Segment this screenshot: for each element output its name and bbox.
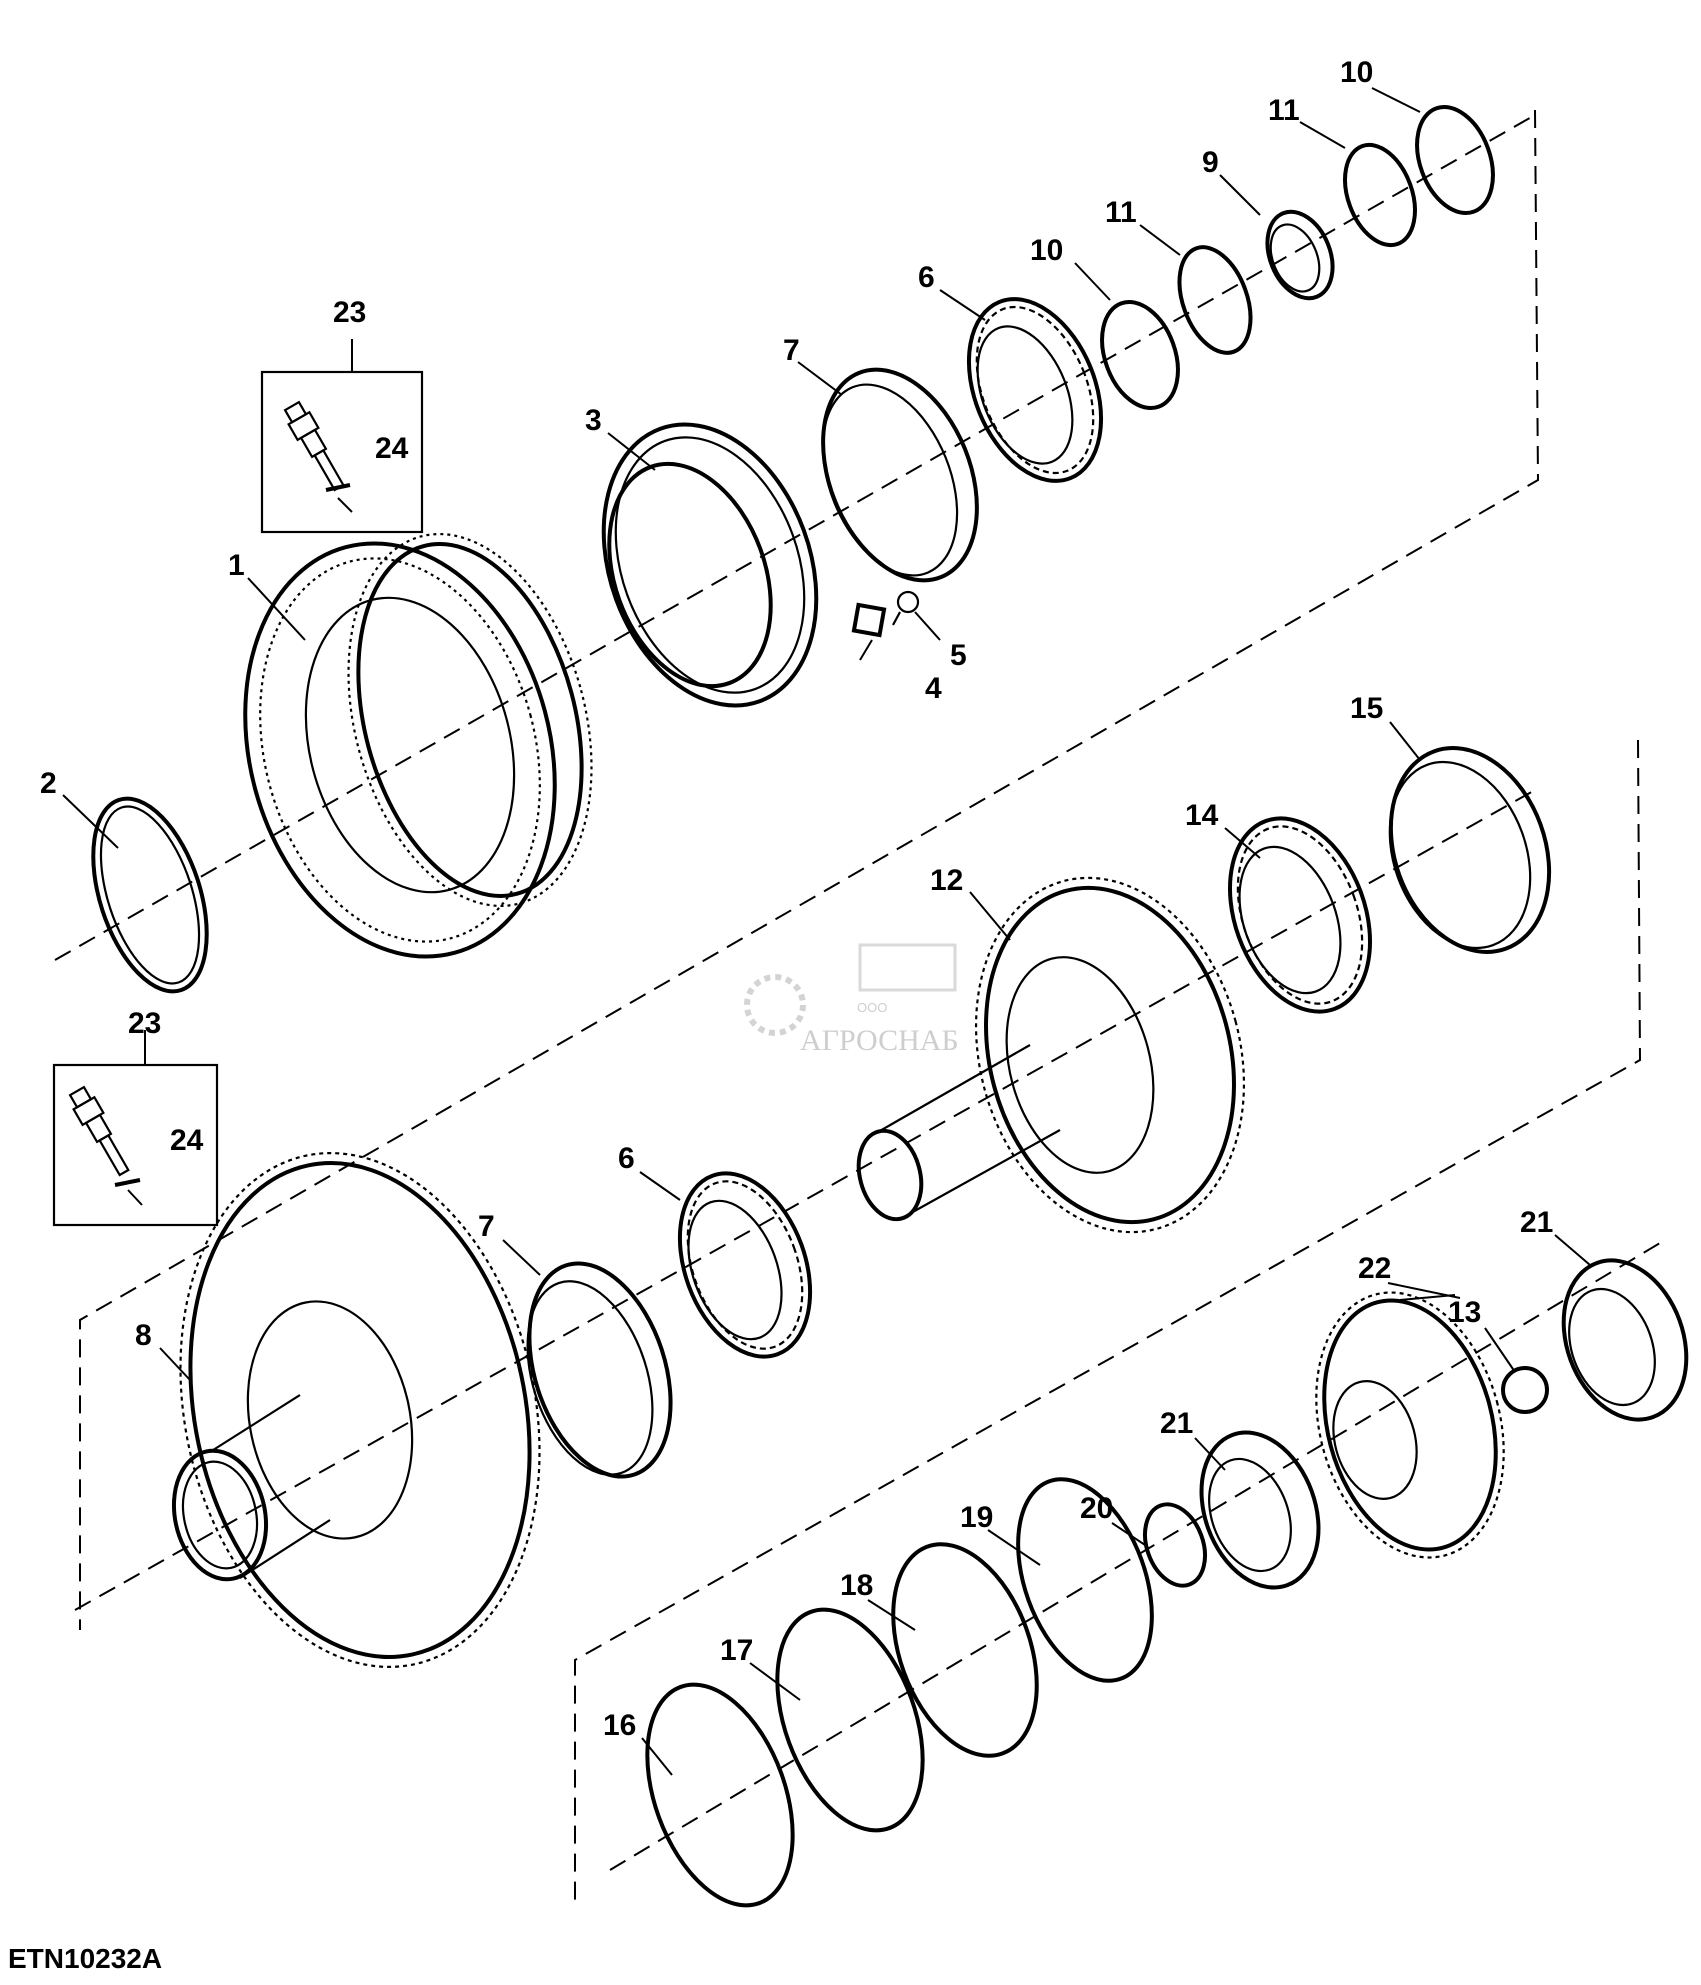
- gear-shaft-part-12: [856, 876, 1246, 1234]
- callout-11a: 11: [1105, 196, 1137, 229]
- callout-15: 15: [1350, 692, 1383, 725]
- callout-17: 17: [720, 1634, 753, 1667]
- ring-part-20: [1143, 1502, 1207, 1588]
- gear-part-22: [1315, 1291, 1505, 1559]
- callout-14: 14: [1185, 799, 1219, 832]
- callout-20: 20: [1080, 1492, 1113, 1525]
- drawing-code: ETN10232A: [8, 1943, 162, 1974]
- callout-10a: 10: [1030, 234, 1063, 267]
- callout-19: 19: [960, 1501, 993, 1534]
- seal-ring-part-16: [645, 1682, 795, 1908]
- callout-7b: 7: [478, 1210, 495, 1243]
- leader-lines: [62, 87, 1591, 1776]
- group-boundaries: [79, 109, 1642, 1900]
- snap-ring-part-10b: [1415, 104, 1495, 216]
- callout-23b: 23: [128, 1007, 161, 1040]
- bearing-part-3: [601, 422, 819, 708]
- plate-part-4: [851, 602, 887, 638]
- callout-3: 3: [585, 404, 602, 437]
- callout-24b: 24: [170, 1124, 204, 1157]
- watermark-line2: АГРОСНАБ: [800, 1024, 959, 1057]
- gear-part-8: [171, 1151, 541, 1669]
- callout-6a: 6: [918, 261, 935, 294]
- screw-part-5: [892, 590, 920, 626]
- callout-12: 12: [930, 864, 963, 897]
- roller-bearing-part-6b: [677, 1171, 813, 1359]
- sensor-inset-bottom: [52, 1063, 219, 1227]
- bearing-part-21b: [1561, 1258, 1689, 1422]
- watermark-logo: ООО АГРОСНАБ: [744, 943, 959, 1057]
- callout-labels: 1 2 3 4 5 6 6 7 7 8 9 10 10 11 11 12 13 …: [40, 56, 1553, 1742]
- callout-16: 16: [603, 1709, 636, 1742]
- needle-bearing-part-9: [1265, 209, 1335, 301]
- sensor-inset-top: [260, 370, 424, 534]
- callout-8: 8: [135, 1319, 152, 1352]
- callout-18: 18: [840, 1569, 873, 1602]
- drum-gear-part-1: [243, 532, 593, 959]
- callout-11b: 11: [1268, 94, 1300, 127]
- roller-bearing-part-6a: [966, 297, 1104, 483]
- snap-ring-part-2: [91, 796, 209, 994]
- seal-ring-part-18: [891, 1542, 1039, 1758]
- seal-ring-part-19: [1016, 1477, 1154, 1683]
- ring-part-11b: [1343, 142, 1417, 248]
- callout-22: 22: [1358, 1252, 1391, 1285]
- ring-part-11a: [1177, 245, 1253, 355]
- callout-4: 4: [925, 672, 942, 705]
- snap-ring-part-10a: [1100, 299, 1180, 411]
- bearing-part-21a: [1199, 1430, 1321, 1590]
- callout-9: 9: [1202, 146, 1219, 179]
- callout-21b: 21: [1520, 1206, 1553, 1239]
- callout-1: 1: [228, 549, 245, 582]
- watermark-line1: ООО: [857, 1000, 887, 1015]
- bearing-cup-part-7b: [526, 1261, 673, 1479]
- axis-lines: [54, 114, 1666, 1871]
- callout-5: 5: [950, 639, 967, 672]
- callout-10b: 10: [1340, 56, 1373, 89]
- bearing-cup-part-15: [1388, 746, 1552, 954]
- seal-ring-part-17: [775, 1607, 925, 1833]
- bearing-cup-part-7a: [821, 367, 979, 583]
- callout-23a: 23: [333, 296, 366, 329]
- callout-2: 2: [40, 767, 57, 800]
- callout-24a: 24: [375, 432, 409, 465]
- callout-6b: 6: [618, 1142, 635, 1175]
- callout-21a: 21: [1160, 1407, 1193, 1440]
- callout-7a: 7: [783, 334, 800, 367]
- roller-bearing-part-14: [1227, 816, 1373, 1014]
- cap-part-13: [1501, 1366, 1549, 1414]
- callout-13: 13: [1448, 1296, 1481, 1329]
